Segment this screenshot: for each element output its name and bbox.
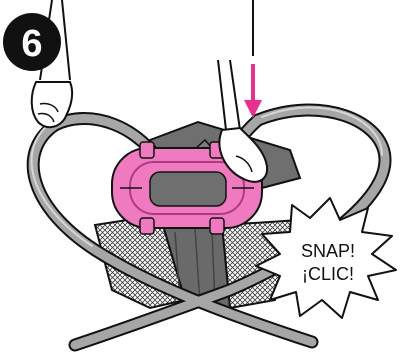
callout-text-clic: ¡CLIC! (302, 264, 354, 284)
push-down-arrow (244, 0, 262, 118)
snap-callout: SNAP! ¡CLIC! (256, 198, 396, 318)
step-number: 6 (21, 23, 42, 65)
step-badge: 6 (3, 13, 61, 71)
callout-text-snap: SNAP! (301, 241, 355, 261)
